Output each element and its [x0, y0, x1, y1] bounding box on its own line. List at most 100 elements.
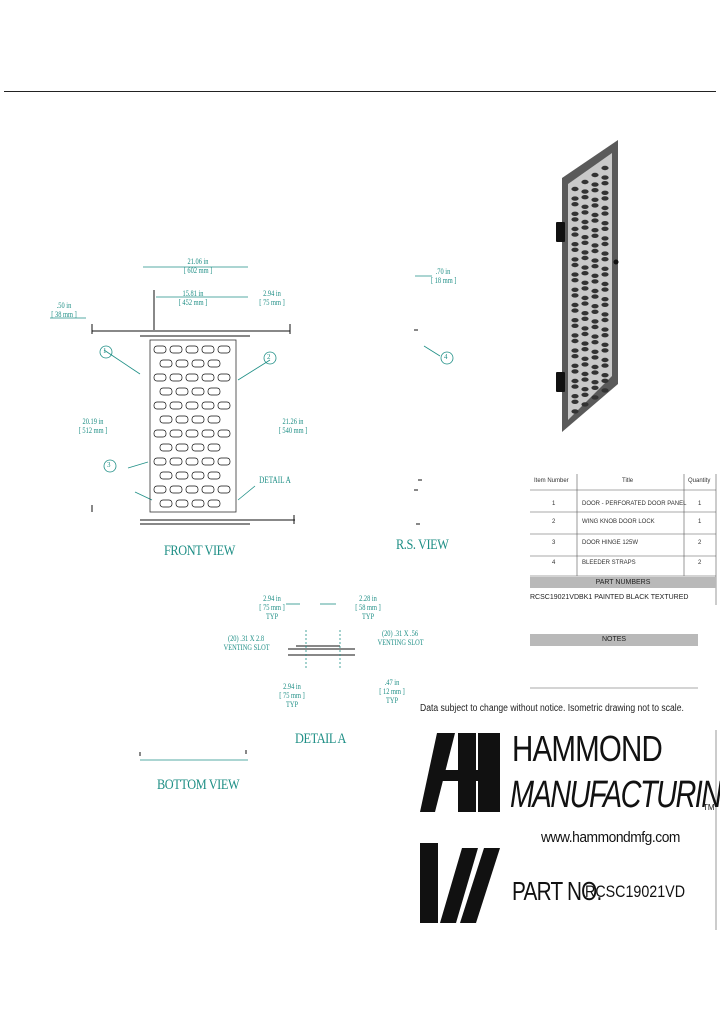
perforation-slot — [159, 387, 173, 396]
iso-perforation — [581, 235, 589, 240]
perforation-slot — [191, 443, 205, 452]
iso-perforation — [571, 242, 579, 247]
iso-perforation — [601, 342, 609, 347]
perforation-slot — [207, 387, 221, 396]
iso-perforation — [591, 188, 599, 193]
iso-perforation — [581, 387, 589, 392]
iso-perforation — [591, 264, 599, 269]
iso-perforation — [591, 279, 599, 284]
bom-row-item: 4 — [552, 560, 556, 566]
perforation-slot — [175, 415, 189, 424]
dim-front-side: 2.94 in[ 75 mm ] — [259, 289, 285, 307]
iso-perforation — [571, 272, 579, 277]
iso-perforation — [601, 266, 609, 271]
iso-perforation — [571, 262, 579, 268]
iso-perforation — [581, 240, 589, 245]
iso-perforation — [571, 257, 579, 262]
dim-front-inner: 15.81 in[ 452 mm ] — [178, 289, 208, 307]
perforation-slot — [201, 485, 215, 494]
perforation-slot — [153, 401, 167, 410]
iso-perforation — [581, 286, 589, 291]
iso-perforation — [591, 324, 599, 330]
iso-perforation — [601, 333, 609, 338]
iso-perforation — [581, 371, 589, 377]
bom-table: Item Number Title Quantity 1 DOOR - PERF… — [530, 474, 716, 576]
dim-front-height: 20.19 in[ 512 mm ] — [78, 417, 108, 435]
perforation-slot — [169, 429, 183, 438]
dim-front-width: 21.06 in[ 602 mm ] — [183, 257, 213, 275]
iso-perforation — [591, 304, 599, 309]
iso-perforation — [571, 354, 579, 359]
perforation-slot — [207, 443, 221, 452]
iso-perforation — [581, 195, 589, 200]
iso-perforation — [581, 326, 589, 331]
perforation-slot — [175, 443, 189, 452]
dim-detail-bottom-left: 2.94 in[ 75 mm ]TYP — [279, 682, 305, 709]
perforation-slot — [153, 429, 167, 438]
iso-perforation — [591, 309, 599, 314]
iso-perforation — [591, 288, 599, 294]
iso-perforation — [571, 232, 579, 237]
iso-perforation — [571, 348, 579, 353]
iso-perforation — [591, 197, 599, 202]
bom-row-qty: 2 — [698, 560, 702, 566]
bom-row-title: DOOR HINGE 125W — [582, 540, 639, 546]
iso-perforation — [601, 251, 609, 256]
iso-perforation — [581, 189, 589, 194]
iso-perforation — [601, 363, 609, 368]
iso-perforation — [601, 181, 609, 186]
iso-perforation — [571, 278, 579, 283]
iso-perforation — [581, 219, 589, 225]
detail-callout-label: DETAIL A — [259, 475, 291, 485]
iso-perforation — [591, 380, 599, 385]
iso-perforation — [581, 347, 589, 352]
perforation-slot — [185, 401, 199, 410]
perforation-slot — [185, 429, 199, 438]
perforation-slot — [153, 345, 167, 354]
iso-perforation — [601, 236, 609, 241]
iso-perforation — [591, 319, 599, 324]
iso-perforation — [571, 338, 579, 344]
iso-perforation — [601, 317, 609, 323]
perforation-slot — [191, 471, 205, 480]
perforation-slot — [159, 359, 173, 368]
perforation-slot — [217, 429, 231, 438]
brand-tm: TM — [703, 803, 715, 812]
perforation-slot — [175, 387, 189, 396]
iso-perforation — [591, 349, 599, 354]
iso-perforation — [581, 225, 589, 230]
iso-perforation — [591, 248, 599, 254]
iso-perforation — [601, 297, 609, 302]
iso-perforation — [581, 311, 589, 316]
iso-perforation — [601, 378, 609, 383]
iso-perforation — [581, 331, 589, 337]
iso-perforation — [571, 323, 579, 328]
perforation-slot — [169, 485, 183, 494]
perforation-slot — [201, 401, 215, 410]
iso-perforation — [571, 293, 579, 298]
perforation-slot — [191, 415, 205, 424]
bottom-view-label: BOTTOM VIEW — [157, 777, 240, 793]
perforation-slot — [169, 457, 183, 466]
iso-perforation — [571, 247, 579, 252]
iso-perforation — [591, 203, 599, 208]
bom-row-qty: 1 — [698, 519, 702, 525]
dim-detail-left: 2.94 in[ 75 mm ]TYP — [259, 594, 285, 621]
iso-perforation — [601, 175, 609, 180]
perforation-slot — [185, 345, 199, 354]
perforation-slot — [159, 499, 173, 508]
iso-perforation — [601, 281, 609, 287]
iso-perforation — [601, 196, 609, 201]
iso-perforation — [581, 356, 589, 361]
iso-perforation — [591, 233, 599, 238]
iso-perforation — [581, 265, 589, 270]
iso-perforation — [591, 395, 599, 400]
perforation-slot — [159, 471, 173, 480]
iso-perforation — [591, 370, 599, 375]
perforation-slot — [169, 373, 183, 382]
top-rule — [4, 91, 716, 92]
perforation-slot — [169, 401, 183, 410]
iso-perforation — [601, 302, 609, 307]
